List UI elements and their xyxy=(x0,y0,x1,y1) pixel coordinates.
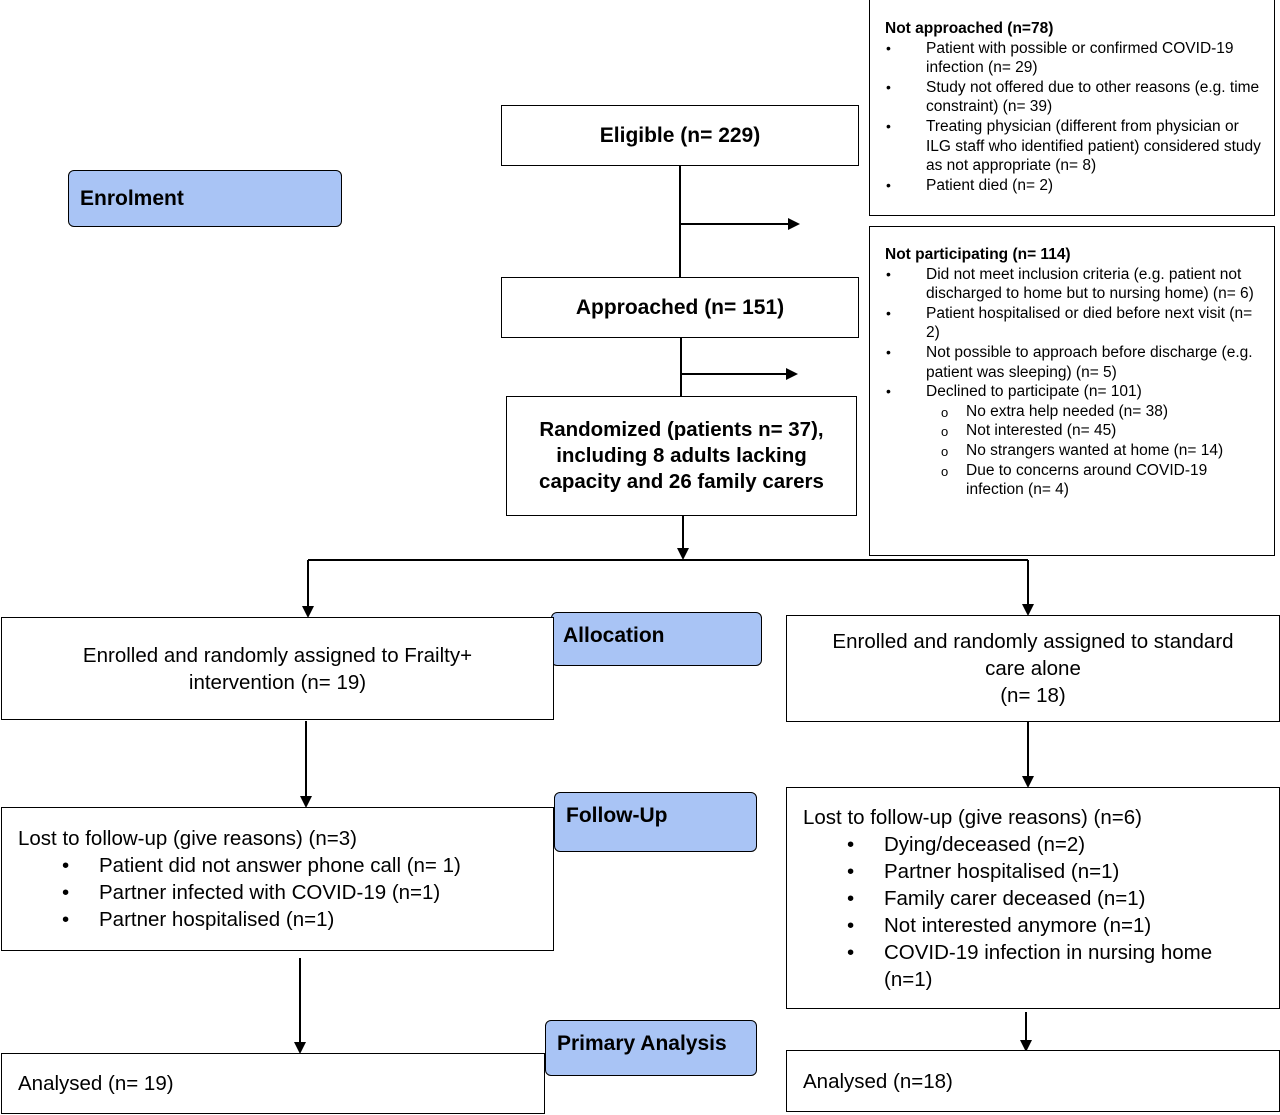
randomized-box: Randomized (patients n= 37), including 8… xyxy=(506,396,857,516)
not-participating-header: Not participating (n= 114) xyxy=(885,246,1071,263)
list-item: Patient hospitalised or died before next… xyxy=(885,304,1264,343)
left-allocation-box: Enrolled and randomly assigned to Frailt… xyxy=(1,617,554,720)
right-analysed-box: Analysed (n=18) xyxy=(786,1050,1280,1112)
right-followup-header: Lost to follow-up (give reasons) (n=6) xyxy=(803,806,1142,829)
list-item: Partner hospitalised (n=1) xyxy=(803,858,1279,885)
stage-label-allocation: Allocation xyxy=(551,612,762,666)
eligible-box: Eligible (n= 229) xyxy=(501,105,859,166)
stage-label-enrolment: Enrolment xyxy=(68,170,342,227)
list-item: No strangers wanted at home (n= 14) xyxy=(885,441,1264,461)
list-item: Not possible to approach before discharg… xyxy=(885,343,1264,382)
list-item: Not interested anymore (n=1) xyxy=(803,912,1279,939)
list-item: Patient with possible or confirmed COVID… xyxy=(885,39,1264,78)
left-analysed-box: Analysed (n= 19) xyxy=(1,1053,545,1114)
list-item: Did not meet inclusion criteria (e.g. pa… xyxy=(885,265,1264,304)
left-allocation-line1: Enrolled and randomly assigned to Frailt… xyxy=(82,643,473,667)
left-allocation-line2: intervention (n= 19) xyxy=(188,670,367,694)
list-item: Family carer deceased (n=1) xyxy=(803,885,1279,912)
right-analysed-label: Analysed (n=18) xyxy=(803,1069,953,1093)
list-item: Partner hospitalised (n=1) xyxy=(18,906,553,933)
list-item: No extra help needed (n= 38) xyxy=(885,402,1264,422)
list-item: Patient died (n= 2) xyxy=(885,176,1264,196)
list-item: COVID-19 infection in nursing home (n=1) xyxy=(803,939,1279,993)
list-item: Not interested (n= 45) xyxy=(885,421,1264,441)
stage-label-follow-up: Follow-Up xyxy=(554,792,757,852)
not-approached-box: Not approached (n=78) Patient with possi… xyxy=(869,0,1275,216)
declined-reasons-list: No extra help needed (n= 38) Not interes… xyxy=(885,402,1264,500)
not-approached-header: Not approached (n=78) xyxy=(885,20,1054,37)
not-participating-list: Did not meet inclusion criteria (e.g. pa… xyxy=(885,265,1264,402)
list-item: Dying/deceased (n=2) xyxy=(803,831,1279,858)
right-allocation-line1: Enrolled and randomly assigned to standa… xyxy=(832,630,1234,653)
not-approached-list: Patient with possible or confirmed COVID… xyxy=(885,39,1264,196)
list-item: Study not offered due to other reasons (… xyxy=(885,78,1264,117)
list-item: Due to concerns around COVID-19 infectio… xyxy=(885,461,1264,500)
list-item: Treating physician (different from physi… xyxy=(885,117,1264,176)
right-allocation-box: Enrolled and randomly assigned to standa… xyxy=(786,615,1280,722)
left-followup-list: Patient did not answer phone call (n= 1)… xyxy=(18,852,553,933)
left-followup-header: Lost to follow-up (give reasons) (n=3) xyxy=(18,827,357,850)
right-followup-box: Lost to follow-up (give reasons) (n=6) D… xyxy=(786,787,1280,1009)
approached-box: Approached (n= 151) xyxy=(501,277,859,338)
right-followup-list: Dying/deceased (n=2) Partner hospitalise… xyxy=(803,831,1279,993)
right-allocation-line3: (n= 18) xyxy=(1000,684,1066,707)
list-item: Partner infected with COVID-19 (n=1) xyxy=(18,879,553,906)
right-allocation-line2: care alone xyxy=(985,657,1081,680)
list-item: Patient did not answer phone call (n= 1) xyxy=(18,852,553,879)
left-analysed-label: Analysed (n= 19) xyxy=(18,1072,174,1095)
stage-label-primary-analysis: Primary Analysis xyxy=(545,1020,757,1076)
not-participating-box: Not participating (n= 114) Did not meet … xyxy=(869,226,1275,556)
left-followup-box: Lost to follow-up (give reasons) (n=3) P… xyxy=(1,807,554,951)
list-item: Declined to participate (n= 101) xyxy=(885,382,1264,402)
